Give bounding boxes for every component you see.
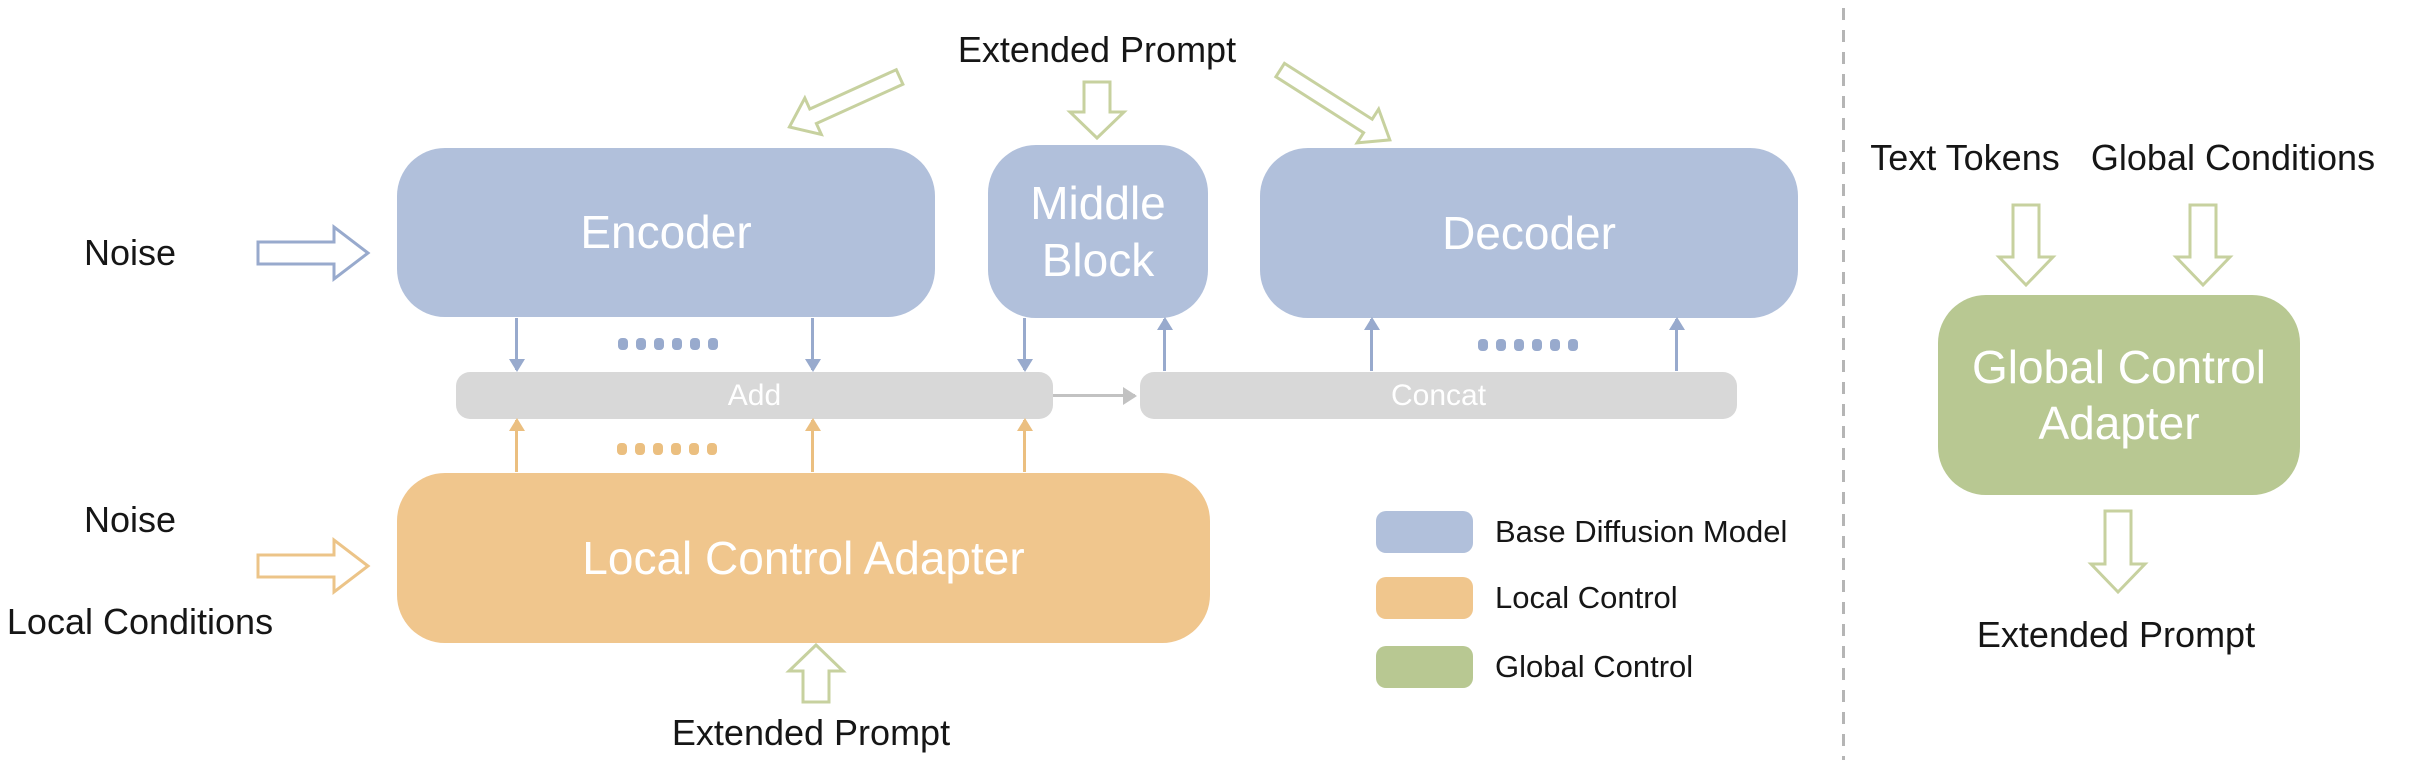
middle-block-label-line1: Middle — [1030, 177, 1166, 230]
global-conditions-to-adapter-arrow — [2172, 203, 2234, 288]
decoder-skip-ellipsis-dots — [1478, 339, 1578, 351]
concat-to-decoder-arrow-2 — [1668, 317, 1685, 371]
encoder-label: Encoder — [580, 206, 752, 259]
concat-bar: Concat — [1140, 372, 1737, 419]
encoder-box: Encoder — [397, 148, 935, 317]
noise-top-label: Noise — [83, 232, 177, 273]
adapter-skip-ellipsis-dots — [617, 443, 717, 455]
conditions-to-adapter-arrow — [256, 536, 371, 596]
add-bar: Add — [456, 372, 1053, 419]
legend-item-base-diffusion: Base Diffusion Model — [1376, 511, 1787, 553]
adapter-to-extended-prompt-arrow — [2087, 509, 2149, 595]
global-control-adapter-box: Global Control Adapter — [1938, 295, 2300, 495]
legend-label-base-diffusion: Base Diffusion Model — [1495, 514, 1788, 549]
extended-prompt-to-decoder-arrow — [1269, 53, 1400, 157]
decoder-box: Decoder — [1260, 148, 1798, 318]
extended-prompt-top-label: Extended Prompt — [957, 29, 1237, 70]
encoder-skip-ellipsis-dots — [618, 338, 718, 350]
local-control-adapter-box: Local Control Adapter — [397, 473, 1210, 643]
middle-block-to-add-arrow — [1016, 318, 1033, 372]
legend-label-global-control: Global Control — [1495, 649, 1694, 684]
local-conditions-label: Local Conditions — [6, 601, 274, 642]
extended-prompt-right-label: Extended Prompt — [1976, 614, 2256, 655]
decoder-label: Decoder — [1442, 206, 1616, 259]
legend-label-local-control: Local Control — [1495, 580, 1678, 615]
legend-swatch-global-control — [1376, 646, 1473, 688]
legend-item-local-control: Local Control — [1376, 577, 1678, 619]
text-tokens-label: Text Tokens — [1870, 137, 2060, 178]
add-to-concat-arrow — [1053, 386, 1137, 405]
global-control-adapter-label-line2: Adapter — [2038, 397, 2200, 449]
legend-item-global-control: Global Control — [1376, 646, 1693, 688]
adapter-to-add-arrow-3 — [1016, 418, 1033, 472]
extended-prompt-bottom-label: Extended Prompt — [671, 712, 951, 753]
legend-swatch-local-control — [1376, 577, 1473, 619]
global-conditions-label: Global Conditions — [2090, 137, 2376, 178]
section-divider — [1842, 8, 1845, 760]
middle-block-label-line2: Block — [1041, 233, 1155, 286]
extended-prompt-to-encoder-arrow — [781, 59, 908, 145]
concat-to-decoder-arrow-1 — [1363, 317, 1380, 371]
text-tokens-to-adapter-arrow — [1995, 203, 2057, 288]
legend-swatch-base-diffusion — [1376, 511, 1473, 553]
adapter-to-add-arrow-1 — [508, 418, 525, 472]
concat-label: Concat — [1390, 378, 1487, 412]
noise-bottom-label: Noise — [83, 499, 177, 540]
encoder-to-add-arrow-2 — [804, 318, 821, 372]
middle-block-box: Middle Block — [988, 145, 1208, 318]
extended-prompt-to-adapter-arrow — [785, 642, 847, 704]
global-control-adapter-label-line1: Global Control — [1971, 340, 2267, 393]
extended-prompt-to-middle-block-arrow — [1066, 80, 1128, 141]
encoder-to-add-arrow-1 — [508, 318, 525, 372]
add-label: Add — [727, 378, 782, 412]
adapter-to-add-arrow-2 — [804, 418, 821, 472]
concat-to-middle-block-arrow — [1156, 317, 1173, 371]
noise-to-encoder-arrow — [256, 223, 371, 283]
local-control-adapter-label: Local Control Adapter — [582, 531, 1025, 584]
